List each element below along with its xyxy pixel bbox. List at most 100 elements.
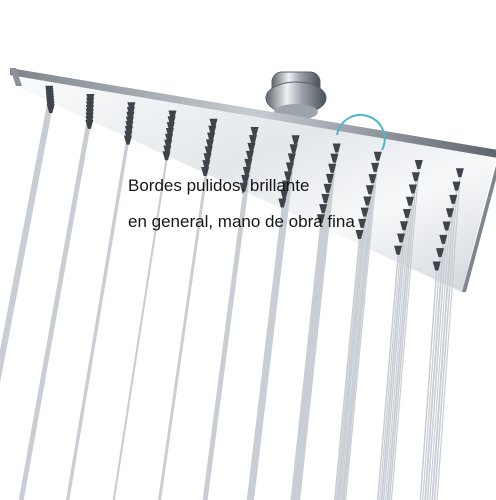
- nozzle: [291, 135, 300, 145]
- nozzle: [249, 134, 258, 144]
- water-stream: [436, 176, 461, 500]
- water-stream: [0, 104, 51, 373]
- nozzle: [400, 221, 409, 231]
- nozzle: [405, 196, 414, 206]
- water-stream: [250, 161, 293, 500]
- water-stream: [247, 197, 285, 500]
- nozzle: [365, 185, 374, 195]
- nozzle: [247, 142, 256, 152]
- water-stream: [0, 99, 51, 366]
- nozzle: [445, 208, 454, 218]
- water-stream: [67, 143, 129, 500]
- water-stream: [19, 109, 91, 500]
- water-stream: [382, 217, 408, 500]
- nozzle: [278, 198, 287, 208]
- water-stream: [341, 182, 374, 500]
- nozzle: [162, 151, 171, 161]
- water-stream: [345, 160, 379, 500]
- nozzle: [455, 168, 464, 178]
- water-stream: [384, 205, 411, 500]
- nozzle: [332, 143, 341, 153]
- nozzle: [250, 126, 259, 136]
- water-stream: [0, 109, 52, 379]
- water-stream: [426, 229, 448, 500]
- nozzle: [439, 234, 448, 244]
- nozzle: [360, 207, 369, 217]
- water-jets: [0, 94, 461, 500]
- nozzle: [205, 139, 214, 149]
- nozzle: [207, 132, 216, 142]
- nozzle: [201, 167, 210, 177]
- nozzle: [397, 233, 406, 243]
- water-stream: [343, 171, 376, 500]
- water-stream: [252, 143, 297, 500]
- water-stream: [422, 256, 441, 500]
- nozzle-grid: [45, 85, 464, 271]
- nozzle: [319, 204, 328, 214]
- water-stream: [299, 151, 338, 500]
- nozzle: [285, 162, 294, 172]
- nozzle: [411, 172, 420, 182]
- nozzle: [355, 230, 364, 240]
- water-stream: [202, 191, 245, 500]
- nozzle: [242, 166, 251, 176]
- nozzle: [373, 151, 382, 161]
- water-stream: [294, 192, 329, 500]
- nozzle: [442, 221, 451, 231]
- nozzle: [371, 162, 380, 172]
- water-stream: [429, 216, 451, 500]
- water-stream: [386, 192, 414, 500]
- water-stream: [424, 242, 445, 500]
- water-stream: [297, 161, 336, 500]
- nozzle: [241, 174, 250, 184]
- nozzle: [363, 196, 372, 206]
- nozzle: [85, 119, 94, 129]
- water-stream: [0, 106, 52, 377]
- water-stream: [296, 171, 334, 500]
- water-stream: [388, 180, 417, 500]
- water-stream: [290, 222, 322, 500]
- water-stream: [22, 128, 91, 500]
- water-stream: [335, 227, 363, 500]
- water-stream: [379, 241, 402, 500]
- nozzle: [289, 144, 298, 154]
- nozzle: [402, 208, 411, 218]
- water-stream: [292, 202, 327, 500]
- water-stream: [0, 112, 52, 384]
- water-stream: [376, 253, 399, 500]
- water-stream: [340, 193, 371, 500]
- nozzle: [46, 104, 55, 114]
- water-stream: [113, 159, 168, 500]
- nozzle: [244, 158, 253, 168]
- nozzle: [209, 118, 218, 128]
- nozzle: [282, 180, 291, 190]
- nozzle: [436, 248, 445, 258]
- nozzle: [245, 150, 254, 160]
- water-stream: [291, 212, 324, 500]
- water-stream: [158, 175, 206, 500]
- nozzle: [202, 160, 211, 170]
- nozzle: [432, 261, 441, 271]
- nozzle: [358, 218, 367, 228]
- nozzle: [284, 171, 293, 181]
- nozzle: [316, 214, 325, 224]
- water-stream: [419, 269, 438, 500]
- nozzle: [280, 189, 289, 199]
- water-stream: [0, 101, 51, 368]
- nozzle: [394, 245, 403, 255]
- water-stream: [431, 202, 455, 500]
- nozzle: [203, 153, 212, 163]
- nozzle: [325, 173, 334, 183]
- nozzle: [330, 153, 339, 163]
- water-stream: [248, 188, 288, 500]
- nozzle: [204, 146, 213, 156]
- nozzle: [239, 182, 248, 192]
- water-stream: [433, 189, 458, 500]
- highlight-circle: [336, 114, 386, 151]
- connector-joint: [265, 71, 327, 120]
- caption-line-1: Bordes pulidos, brillante: [128, 176, 310, 195]
- nozzle: [321, 194, 330, 204]
- water-stream: [21, 120, 91, 500]
